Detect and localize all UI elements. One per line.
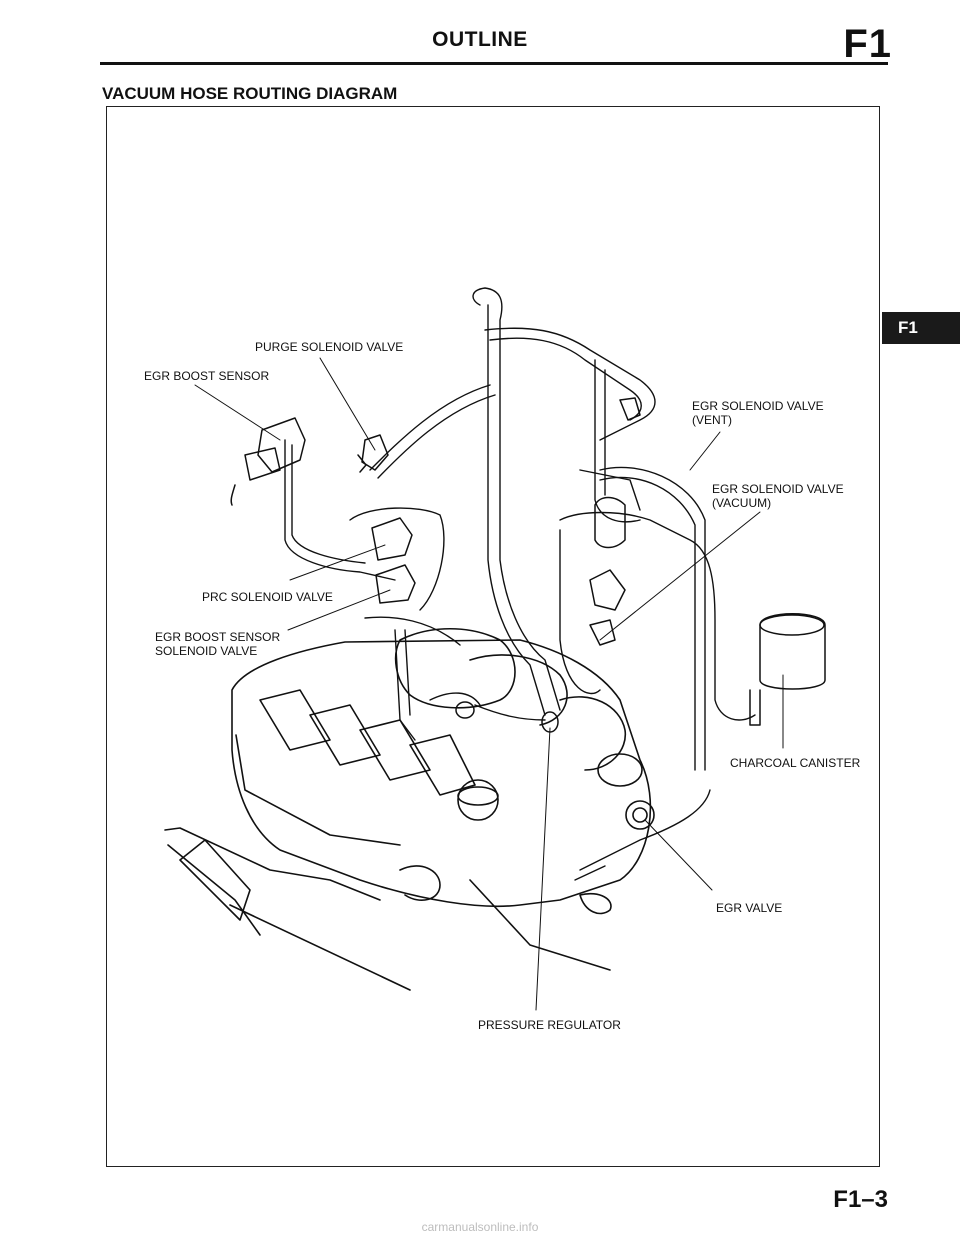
page-header-title: OUTLINE bbox=[432, 28, 528, 51]
page-number: F1–3 bbox=[833, 1186, 888, 1213]
intake-duct bbox=[164, 827, 612, 991]
label-charcoal-canister: CHARCOAL CANISTER bbox=[730, 756, 861, 770]
side-section-tab[interactable]: F1 bbox=[882, 312, 960, 344]
watermark: carmanualsonline.info bbox=[421, 1220, 539, 1234]
label-egr-solenoid-vent-line1: EGR SOLENOID VALVE bbox=[692, 399, 824, 413]
label-egr-boost-sensor-solenoid-line2: SOLENOID VALVE bbox=[155, 644, 258, 658]
section-code: F1 bbox=[843, 22, 892, 66]
label-egr-boost-sensor: EGR BOOST SENSOR bbox=[144, 369, 270, 383]
label-egr-valve: EGR VALVE bbox=[716, 901, 783, 915]
leader-lines bbox=[194, 357, 784, 1011]
section-title: VACUUM HOSE ROUTING DIAGRAM bbox=[102, 84, 398, 103]
header-rule bbox=[100, 62, 888, 65]
label-purge-solenoid-valve: PURGE SOLENOID VALVE bbox=[255, 340, 404, 354]
label-egr-boost-sensor-solenoid-line1: EGR BOOST SENSOR bbox=[155, 630, 281, 644]
label-egr-solenoid-vacuum-line1: EGR SOLENOID VALVE bbox=[712, 482, 844, 496]
vacuum-hoses bbox=[284, 287, 756, 881]
label-pressure-regulator: PRESSURE REGULATOR bbox=[478, 1018, 621, 1032]
component-shapes bbox=[230, 397, 826, 733]
diagram-frame bbox=[106, 106, 880, 1167]
label-prc-solenoid-valve: PRC SOLENOID VALVE bbox=[202, 590, 333, 604]
label-egr-solenoid-vacuum-line2: (VACUUM) bbox=[712, 496, 772, 510]
label-egr-solenoid-vent-line2: (VENT) bbox=[692, 413, 732, 427]
engine-body bbox=[231, 628, 655, 908]
